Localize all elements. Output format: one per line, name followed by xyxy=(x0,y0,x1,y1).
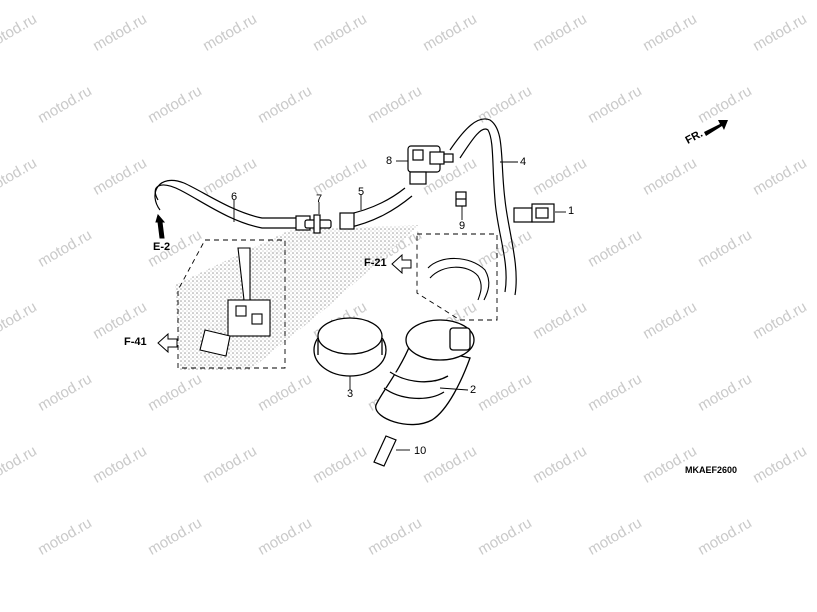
diagram-code: MKAEF2600 xyxy=(685,465,738,475)
leader-lines xyxy=(233,160,566,451)
purge-valve-drawing xyxy=(407,145,454,185)
reference-arrows xyxy=(155,213,412,354)
purge-hose-drawing xyxy=(339,187,413,230)
callout-1: 1 xyxy=(568,205,575,217)
callout-7: 7 xyxy=(316,193,323,205)
callout-2: 2 xyxy=(470,384,477,396)
front-arrow xyxy=(704,120,728,136)
clamp-drawing xyxy=(513,203,555,223)
vent-tube-drawing xyxy=(154,179,311,231)
callout-8: 8 xyxy=(386,155,393,167)
bolt-drawing xyxy=(455,191,467,207)
hose-reference-box xyxy=(416,233,498,321)
callout-3: 3 xyxy=(347,388,354,400)
ref-f41[interactable]: F-41 xyxy=(124,336,147,348)
ref-e2[interactable]: E-2 xyxy=(153,241,171,253)
hose-joint-drawing xyxy=(304,214,332,234)
frame-reference-box xyxy=(177,239,286,369)
drain-tube-drawing xyxy=(373,435,397,467)
reference-hose-drawing xyxy=(427,257,490,301)
canister-drawing xyxy=(375,319,475,426)
callout-10: 10 xyxy=(414,445,427,457)
callout-6: 6 xyxy=(231,191,238,203)
callout-4: 4 xyxy=(520,156,527,168)
callout-5: 5 xyxy=(358,186,365,198)
ref-f21[interactable]: F-21 xyxy=(364,257,387,269)
canister-hose-drawing xyxy=(449,118,517,296)
canister-band-drawing xyxy=(313,317,387,377)
frame-bracket-drawing xyxy=(199,247,271,357)
callout-9: 9 xyxy=(459,220,466,232)
